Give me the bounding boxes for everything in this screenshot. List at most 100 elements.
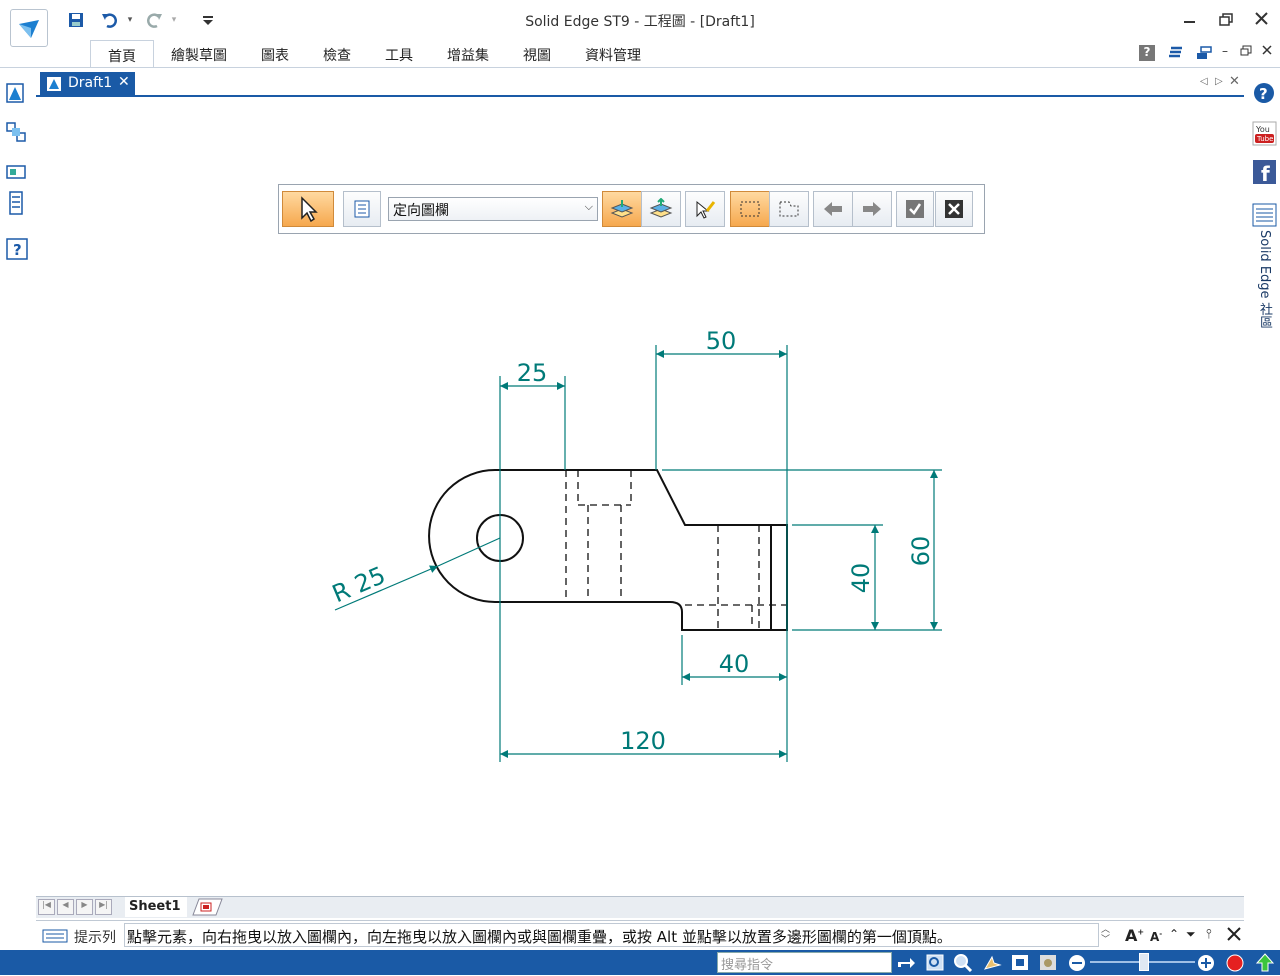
hidden-lines xyxy=(565,470,787,630)
search-go-icon[interactable] xyxy=(896,953,916,972)
pin-icon[interactable]: ⫯ xyxy=(1206,927,1212,942)
expand-down-icon[interactable]: ⏷ xyxy=(1186,927,1196,941)
customize-qat-icon[interactable] xyxy=(198,10,218,30)
next-sheet-icon[interactable]: ▶ xyxy=(76,899,93,915)
select-mode-dropdown[interactable]: 定向圖欄 ⌵ xyxy=(388,197,598,221)
sheet-view-icon[interactable] xyxy=(1038,953,1058,972)
extension-lines xyxy=(499,345,942,762)
tab-scroll-left-icon[interactable]: ◁ xyxy=(1200,76,1208,87)
select-highlight-button[interactable] xyxy=(685,191,725,227)
svg-text:Tube: Tube xyxy=(1256,135,1273,143)
close-button[interactable] xyxy=(1250,8,1274,30)
previous-button[interactable] xyxy=(813,191,853,227)
prompt-message: 點擊元素，向右拖曳以放入圖欄內，向左拖曳以放入圖欄內或與圖欄重疊，或按 Alt … xyxy=(124,923,1099,947)
arrow-right-icon xyxy=(863,202,881,216)
tab-home[interactable]: 首頁 xyxy=(90,40,154,68)
help-topics-icon[interactable]: ? xyxy=(4,236,30,262)
help-circle-icon[interactable]: ? xyxy=(1253,82,1275,108)
prompt-label: 提示列 xyxy=(74,930,116,946)
command-search-input[interactable]: 搜尋指令 xyxy=(717,952,892,973)
help-icon[interactable]: ? xyxy=(1139,45,1155,61)
collapse-up-icon[interactable]: ⌃ xyxy=(1169,927,1180,941)
fence-overlap-button[interactable] xyxy=(769,191,809,227)
zoom-area-icon[interactable] xyxy=(925,953,945,972)
cancel-button[interactable] xyxy=(935,191,973,227)
document-tab-label: Draft1 xyxy=(68,75,113,91)
upload-icon[interactable] xyxy=(1255,953,1275,972)
zoom-slider-thumb[interactable] xyxy=(1139,953,1149,971)
tab-diagram[interactable]: 圖表 xyxy=(261,48,289,64)
facebook-icon[interactable]: f xyxy=(1252,159,1277,189)
community-label[interactable]: Solid Edge 社區 xyxy=(1257,230,1272,329)
prompt-scroll-icon[interactable]: ︿﹀ xyxy=(1101,925,1111,945)
ribbon-divider xyxy=(0,67,1280,68)
layer-filter-button[interactable] xyxy=(602,191,642,227)
dashed-polygon-icon xyxy=(779,201,799,217)
arrange-windows-icon[interactable] xyxy=(1168,45,1184,65)
close-x-icon xyxy=(945,200,963,218)
cascade-windows-icon[interactable] xyxy=(1196,45,1212,65)
fence-inside-button[interactable] xyxy=(730,191,770,227)
tab-view[interactable]: 視圖 xyxy=(523,48,551,64)
doc-minimize-icon[interactable]: – xyxy=(1222,44,1228,58)
properties-icon[interactable] xyxy=(4,190,30,216)
chevron-down-icon: ⌵ xyxy=(584,200,593,213)
tab-addins[interactable]: 增益集 xyxy=(447,48,489,64)
community-icon[interactable] xyxy=(1252,203,1277,231)
tab-inspect[interactable]: 檢查 xyxy=(323,48,351,64)
zoom-out-icon[interactable] xyxy=(1067,953,1087,972)
zoom-in-icon[interactable] xyxy=(1196,953,1216,972)
zoom-icon[interactable] xyxy=(953,953,973,973)
select-tools-icon[interactable] xyxy=(4,120,30,146)
next-button[interactable] xyxy=(852,191,892,227)
redo-dropdown-icon[interactable]: ▾ xyxy=(171,15,177,25)
font-decrease-icon[interactable]: A- xyxy=(1150,930,1163,944)
dim-40-vertical-label: 40 xyxy=(847,563,875,594)
pointer-wand-icon xyxy=(696,200,716,219)
part-drawing: 25 50 60 40 40 120 R 25 xyxy=(328,327,942,762)
pan-icon[interactable] xyxy=(982,953,1002,972)
status-bar xyxy=(0,950,1280,975)
dim-25-label: 25 xyxy=(517,359,548,387)
save-icon[interactable] xyxy=(66,10,86,30)
layers-icon[interactable] xyxy=(4,162,30,188)
restore-button[interactable] xyxy=(1213,8,1237,30)
first-sheet-icon[interactable]: |◀ xyxy=(38,899,55,915)
new-sheet-icon[interactable] xyxy=(189,898,223,920)
font-increase-icon[interactable]: A+ xyxy=(1125,926,1145,945)
dim-60-label: 60 xyxy=(907,536,935,567)
accept-button[interactable] xyxy=(896,191,934,227)
stop-icon[interactable] xyxy=(1225,953,1245,972)
tab-strip-close-icon[interactable]: ✕ xyxy=(1229,74,1240,89)
doc-close-icon[interactable] xyxy=(1261,44,1273,60)
last-sheet-icon[interactable]: ▶| xyxy=(95,899,112,915)
svg-text:?: ? xyxy=(13,241,22,259)
minimize-button[interactable] xyxy=(1178,8,1202,30)
tab-data-management[interactable]: 資料管理 xyxy=(585,48,641,64)
prompt-close-icon[interactable] xyxy=(1226,926,1242,946)
tab-tools[interactable]: 工具 xyxy=(385,48,413,64)
select-pointer-button[interactable] xyxy=(282,191,334,227)
window-title: Solid Edge ST9 - 工程圖 - [Draft1] xyxy=(525,14,755,30)
layer-all-button[interactable] xyxy=(641,191,681,227)
undo-icon[interactable] xyxy=(100,10,120,30)
fit-view-icon[interactable] xyxy=(1010,953,1030,972)
document-tab-close-icon[interactable]: ✕ xyxy=(118,74,130,90)
options-button[interactable] xyxy=(343,191,381,227)
application-button[interactable] xyxy=(10,9,48,47)
doc-restore-icon[interactable] xyxy=(1240,45,1252,61)
tab-sketch[interactable]: 繪製草圖 xyxy=(171,48,227,64)
undo-dropdown-icon[interactable]: ▾ xyxy=(127,15,133,25)
sheet-tab-sheet1[interactable]: Sheet1 xyxy=(125,897,187,917)
library-icon[interactable] xyxy=(4,80,30,106)
part-outline xyxy=(428,469,788,631)
layers-stack-icon xyxy=(610,200,634,218)
tab-scroll-right-icon[interactable]: ▷ xyxy=(1215,76,1223,87)
dim-radius-label: R 25 xyxy=(328,561,389,608)
redo-icon[interactable] xyxy=(144,10,164,30)
arrow-left-icon xyxy=(824,202,842,216)
prev-sheet-icon[interactable]: ◀ xyxy=(57,899,74,915)
dim-50-label: 50 xyxy=(706,327,737,355)
checkmark-icon xyxy=(906,200,924,218)
